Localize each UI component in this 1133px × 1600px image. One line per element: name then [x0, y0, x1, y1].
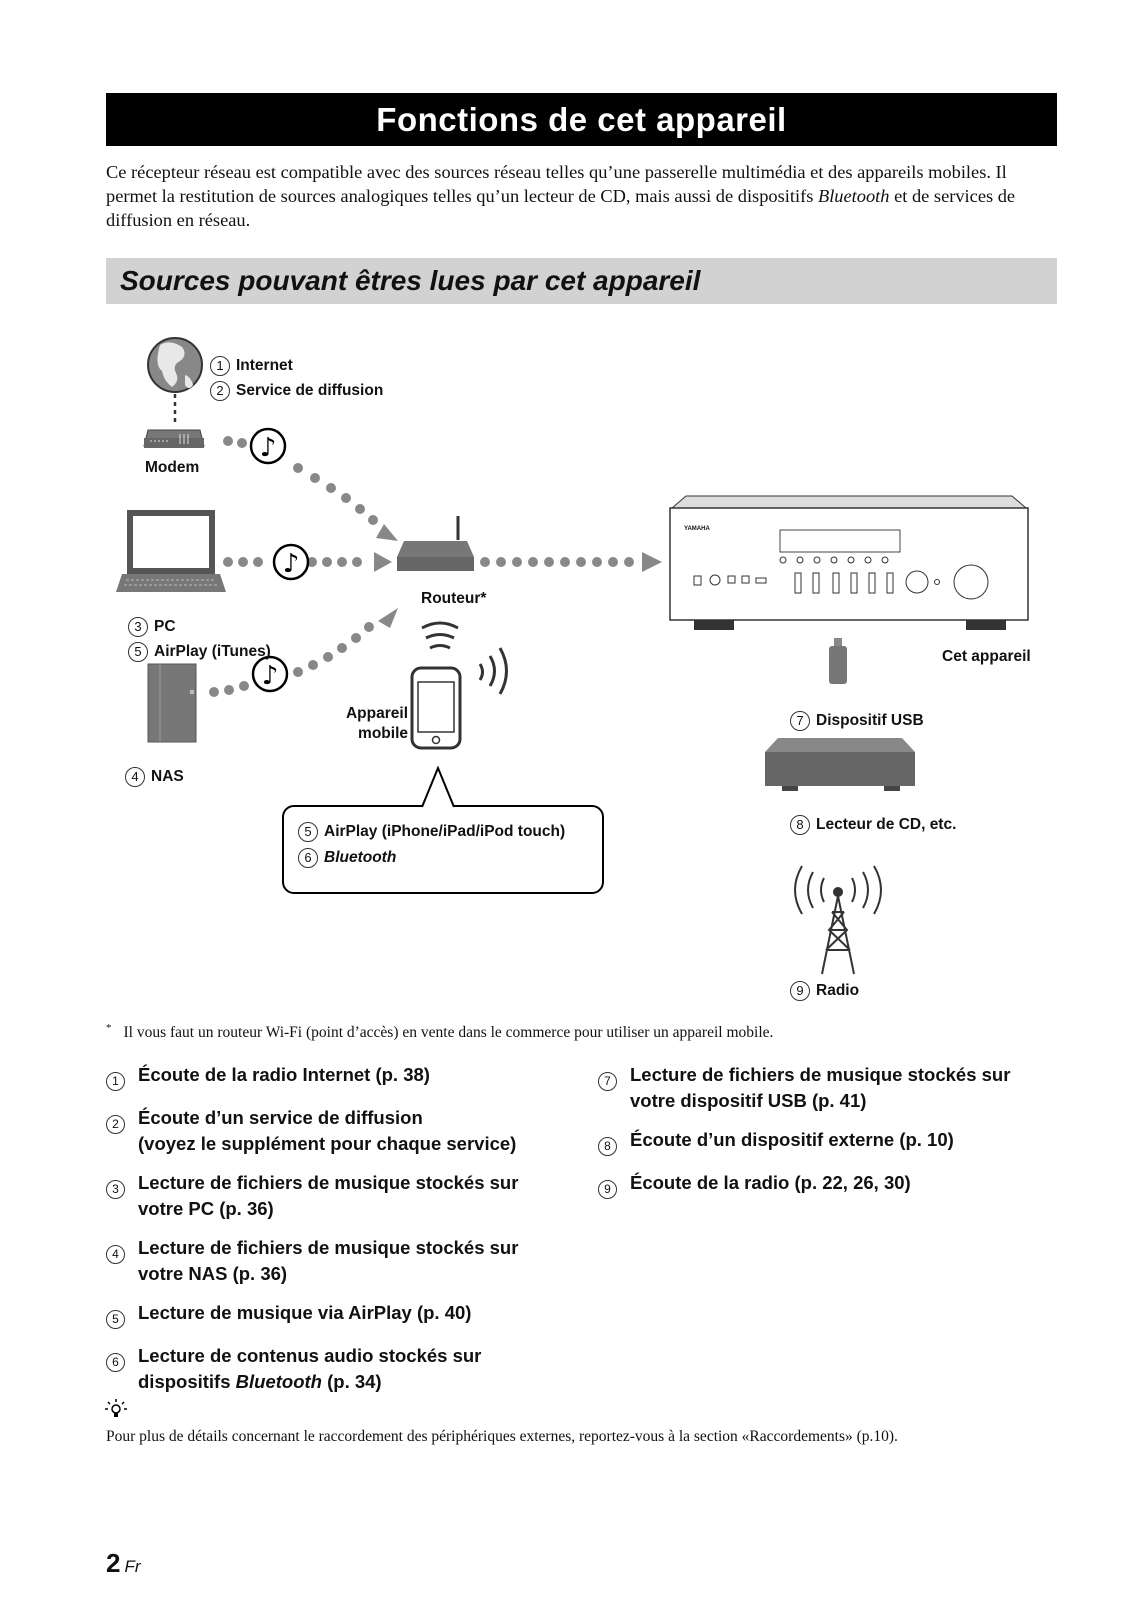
intro-bluetooth: Bluetooth: [817, 186, 890, 206]
footnote: * Il vous faut un routeur Wi-Fi (point d’…: [106, 1022, 773, 1042]
cd-player-icon: [765, 738, 915, 791]
receiver-brand: YAMAHA: [684, 526, 710, 532]
label-modem: Modem: [145, 459, 200, 476]
page-title: Fonctions de cet appareil: [106, 93, 1057, 146]
router-icon: [397, 516, 474, 571]
intro-text-1: Ce récepteur réseau est compatible avec …: [106, 162, 1007, 206]
network-diagram: ♪ ♪ ♪: [116, 337, 1029, 975]
mobile-phone-icon: [410, 666, 462, 750]
usb-stick-icon: [829, 638, 847, 684]
svg-text:♪: ♪: [262, 661, 279, 691]
footnote-mark: *: [106, 1022, 112, 1034]
nas-icon: [147, 663, 197, 743]
tip-text: Pour plus de détails concernant le racco…: [106, 1428, 898, 1445]
section-title: Sources pouvant êtres lues par cet appar…: [106, 258, 1057, 304]
lightbulb-icon: [105, 1399, 127, 1417]
wifi-waves-icon: [421, 621, 508, 695]
callout-pointer: [421, 766, 455, 808]
svg-text:♪: ♪: [283, 549, 300, 579]
label-router: Routeur*: [421, 590, 487, 607]
receiver-icon: [669, 495, 1029, 630]
radio-tower-icon: [794, 865, 882, 975]
svg-text:♪: ♪: [260, 433, 277, 463]
mobile-callout: [282, 805, 604, 894]
globe-icon: [147, 337, 203, 393]
laptop-icon: [116, 510, 226, 592]
label-device: Cet appareil: [942, 648, 1031, 665]
intro-text-2: et de services de diffusion en réseau.: [106, 186, 1016, 230]
intro-paragraph: Ce récepteur réseau est compatible avec …: [106, 160, 1057, 232]
modem-icon: [143, 429, 205, 448]
dotted-paths: [209, 436, 662, 697]
footnote-text: Il vous faut un routeur Wi-Fi (point d’a…: [123, 1024, 774, 1042]
music-note-icon: [249, 427, 310, 693]
